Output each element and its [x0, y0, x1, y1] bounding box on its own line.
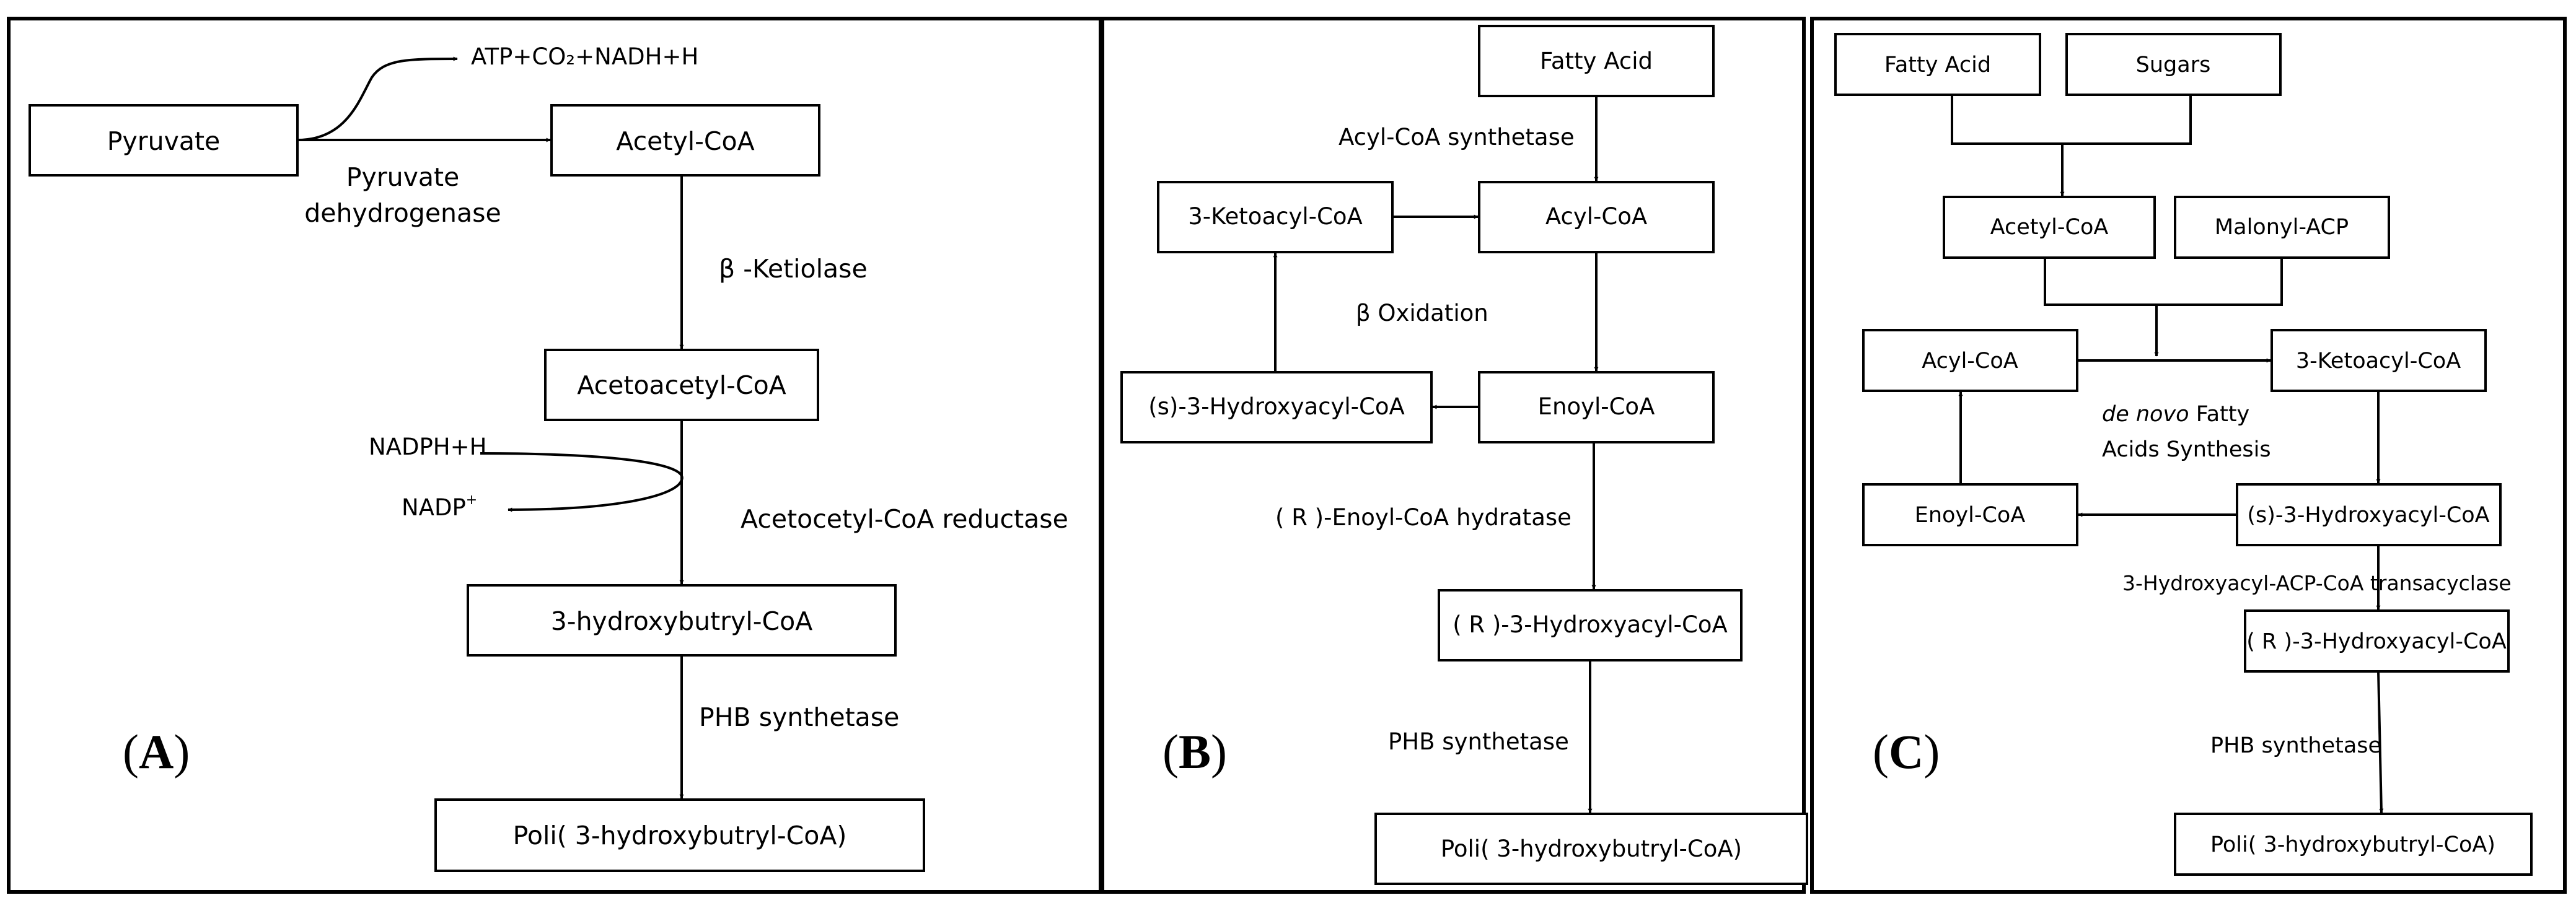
r-hydroxyacyl-coa-label-c: ( R )-3-Hydroxyacyl-CoA [2246, 629, 2507, 654]
enzyme-acyl-synthetase: Acyl-CoA synthetase [1339, 124, 1575, 151]
panel-b-label: (B) [1163, 725, 1227, 779]
polymer-label-b: Poli( 3-hydroxybutryl-CoA) [1441, 836, 1742, 862]
acyl-coa-label-c: Acyl-CoA [1922, 349, 2018, 373]
enoyl-coa-box-c [1862, 483, 2078, 546]
enoyl-coa-label-b: Enoyl-CoA [1538, 393, 1655, 420]
arrow-byproducts-branch [297, 56, 458, 141]
acetoacetyl-coa-label: Acetoacetyl-CoA [577, 370, 786, 400]
panel-a-label: (A) [123, 725, 190, 779]
acyl-coa-box-b [1478, 181, 1715, 253]
polymer-box-c [2174, 813, 2533, 876]
beta-oxidation-label: β Oxidation [1356, 300, 1488, 326]
enzyme-hydratase: ( R )-Enoyl-CoA hydratase [1275, 504, 1572, 531]
enoyl-coa-label-c: Enoyl-CoA [1915, 503, 2026, 528]
connector-fatty-acid-sugars [1951, 95, 2192, 145]
connector-acetyl-malonyl [2044, 258, 2283, 306]
fatty-acid-box-b [1478, 25, 1715, 97]
de-novo-line1: de novo Fatty [2102, 402, 2249, 427]
acetyl-coa-label-c: Acetyl-CoA [1990, 215, 2109, 240]
cofactor-in-label: NADPH+H [369, 434, 486, 460]
malonyl-acp-label: Malonyl-ACP [2215, 215, 2349, 240]
fatty-acid-box-c [1834, 33, 2041, 96]
r-hydroxyacyl-coa-box-c [2244, 609, 2510, 673]
panel-c-frame [1810, 17, 2567, 894]
de-novo-line2: Acids Synthesis [2102, 437, 2271, 462]
acetoacetyl-coa-box [544, 349, 819, 421]
enzyme-phb-a: PHB synthetase [699, 702, 899, 732]
panel-b: Fatty Acid Acyl-CoA 3-Ketoacyl-CoA Enoyl… [1120, 25, 1808, 885]
polymer-label-c: Poli( 3-hydroxybutryl-CoA) [2210, 832, 2495, 857]
enzyme-transacylase: 3-Hydroxyacyl-ACP-CoA transacyclase [2122, 571, 2512, 595]
acyl-coa-box-c [1862, 329, 2078, 392]
polymer-label-a: Poli( 3-hydroxybutryl-CoA) [513, 821, 847, 850]
enoyl-coa-box-b [1478, 371, 1715, 443]
enzyme-ketiolase: β -Ketiolase [719, 254, 868, 284]
pyruvate-box [29, 104, 299, 177]
enzyme-pdh-line2: dehydrogenase [304, 198, 501, 228]
enzyme-phb-b: PHB synthetase [1388, 728, 1569, 755]
acyl-coa-label-b: Acyl-CoA [1545, 203, 1647, 230]
r-hydroxyacyl-coa-label-b: ( R )-3-Hydroxyacyl-CoA [1453, 611, 1728, 638]
ketoacyl-coa-box-b [1157, 181, 1394, 253]
ketoacyl-coa-box-c [2270, 329, 2487, 392]
s-hydroxyacyl-coa-box-b [1120, 371, 1433, 443]
cofactor-out-label: NADP+ [402, 492, 477, 521]
acetyl-coa-label-a: Acetyl-CoA [616, 126, 754, 156]
panel-c: Fatty Acid Sugars Acetyl-CoA Malonyl-ACP… [1834, 33, 2533, 876]
panel-c-label: (C) [1873, 725, 1940, 779]
ketoacyl-coa-label-c: 3-Ketoacyl-CoA [2296, 349, 2461, 373]
s-hydroxyacyl-coa-label-b: (s)-3-Hydroxyacyl-CoA [1148, 393, 1405, 420]
arrow-r-hydroxyacyl-to-polymer-c [2377, 671, 2384, 813]
enzyme-phb-c: PHB synthetase [2210, 733, 2381, 758]
enzyme-pdh-line1: Pyruvate [346, 162, 460, 192]
ketoacyl-coa-label-b: 3-Ketoacyl-CoA [1188, 203, 1363, 230]
polymer-box-a [434, 798, 925, 872]
sugars-box [2065, 33, 2282, 96]
sugars-label: Sugars [2136, 53, 2211, 77]
enzyme-reductase: Acetocetyl-CoA reductase [741, 504, 1068, 534]
acetyl-coa-box-c [1943, 196, 2156, 259]
acetyl-coa-box-a [550, 104, 820, 177]
fatty-acid-label-b: Fatty Acid [1540, 48, 1653, 74]
panel-a: Pyruvate Acetyl-CoA Acetoacetyl-CoA 3-hy… [29, 43, 1068, 872]
s-hydroxyacyl-coa-label-c: (s)-3-Hydroxyacyl-CoA [2247, 503, 2489, 528]
panel-b-frame [1101, 17, 1806, 894]
arrow-cofactor-loop [480, 452, 684, 512]
pyruvate-label: Pyruvate [107, 126, 221, 156]
polymer-box-b [1374, 813, 1808, 885]
hydroxybutyryl-coa-label: 3-hydroxybutryl-CoA [551, 606, 813, 636]
hydroxybutyryl-coa-box [467, 584, 897, 657]
byproducts-label: ATP+CO₂+NADH+H [471, 43, 698, 70]
fatty-acid-label-c: Fatty Acid [1884, 53, 1991, 77]
r-hydroxyacyl-coa-box-b [1438, 589, 1743, 661]
